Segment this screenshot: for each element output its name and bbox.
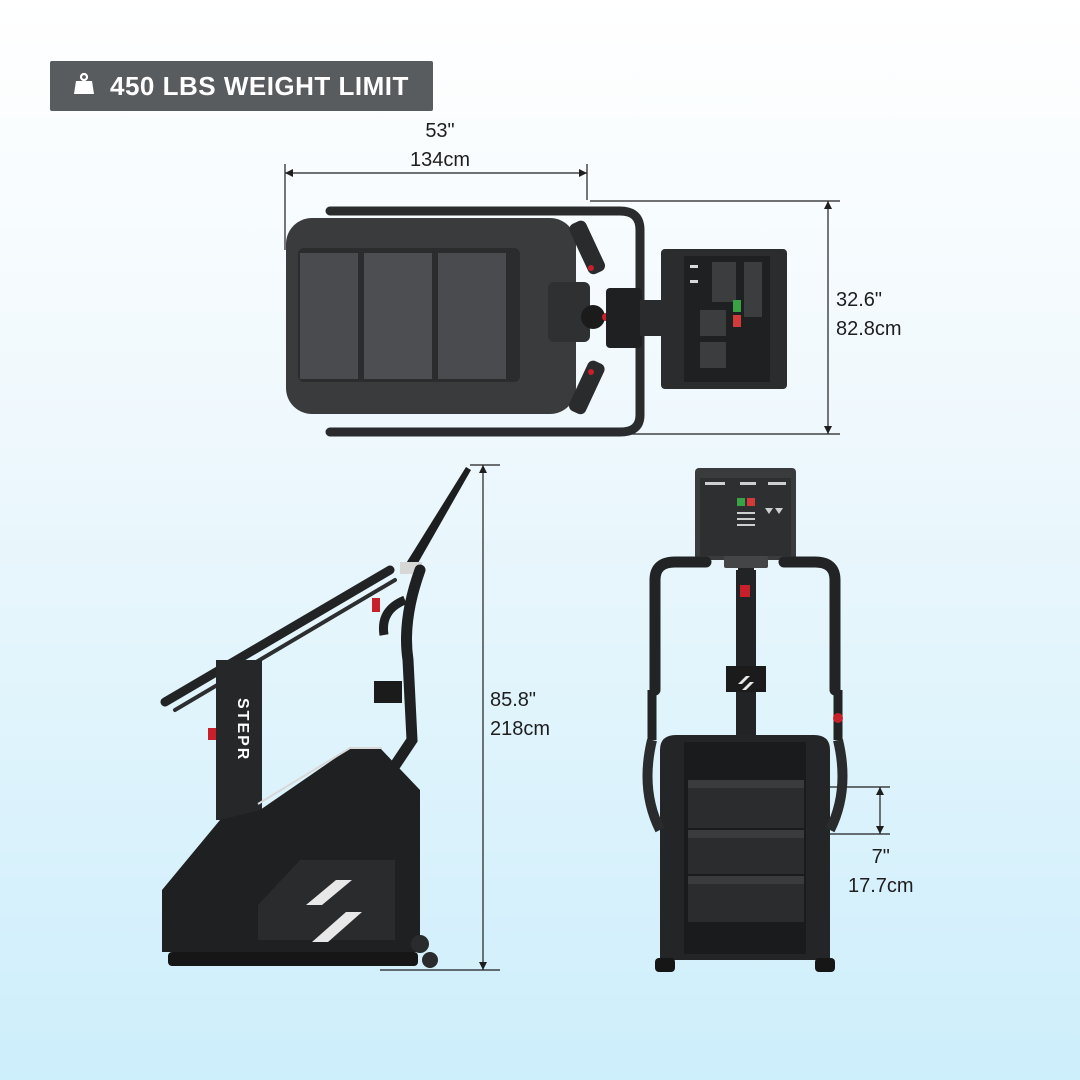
weight-limit-text: 450 LBS WEIGHT LIMIT: [110, 70, 409, 101]
step-dimension-label: 7" 17.7cm: [848, 843, 914, 901]
weight-limit-badge: 450 LBS WEIGHT LIMIT: [50, 61, 433, 111]
depth-dimension-label: 32.6" 82.8cm: [836, 286, 902, 344]
depth-metric: 82.8cm: [836, 318, 902, 340]
width-dimension-label: 53" 134cm: [395, 117, 485, 175]
height-imperial: 85.8": [490, 689, 537, 711]
width-metric: 134cm: [409, 149, 471, 171]
height-metric: 218cm: [490, 718, 551, 740]
width-imperial: 53": [425, 120, 455, 142]
step-metric: 17.7cm: [848, 875, 914, 897]
step-imperial: 7": [871, 846, 890, 868]
height-dimension-label: 85.8" 218cm: [490, 686, 550, 744]
depth-imperial: 32.6": [836, 289, 883, 311]
weight-icon: [72, 72, 96, 101]
svg-text:STEPR: STEPR: [234, 698, 251, 761]
